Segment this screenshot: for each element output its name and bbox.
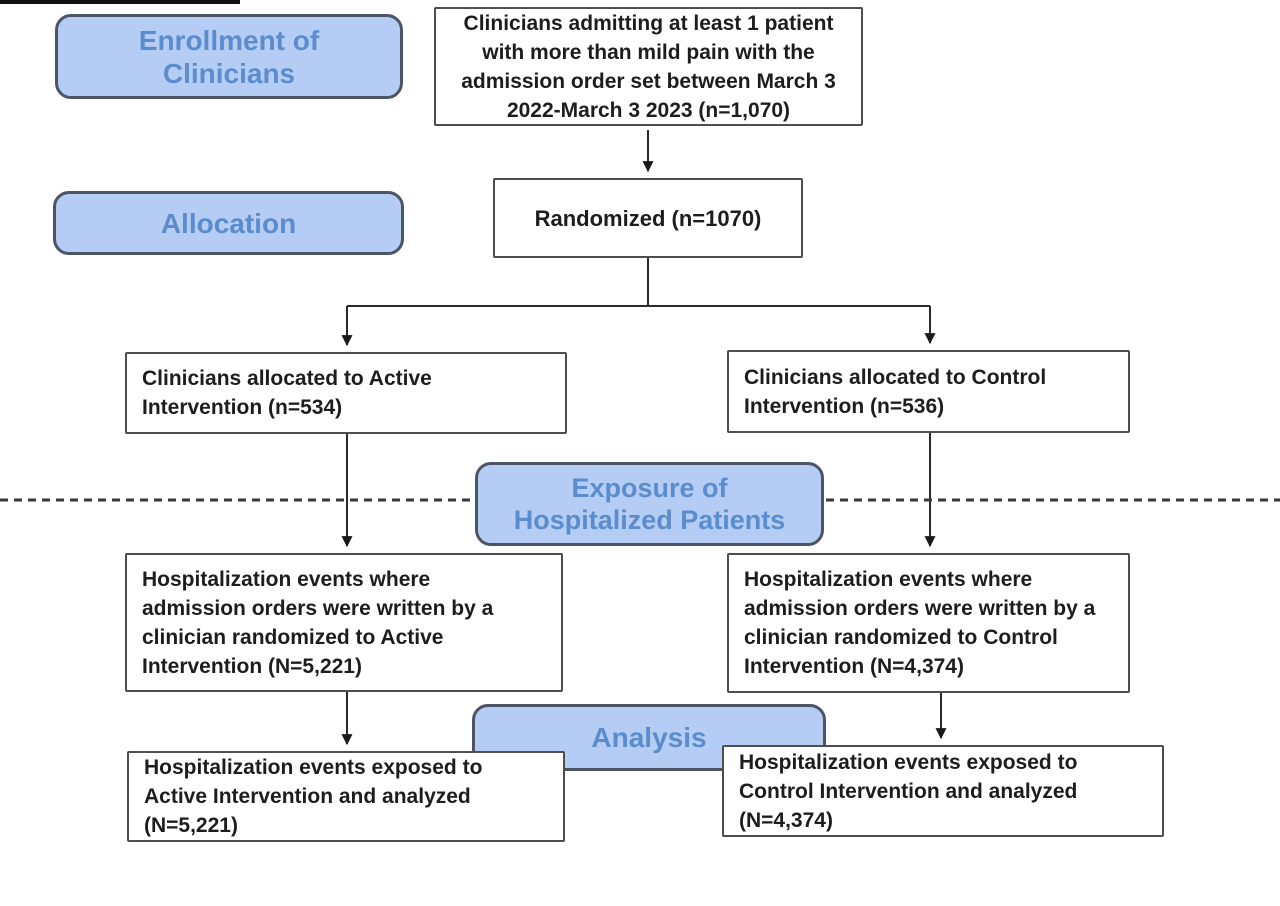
text-line: Enrollment of bbox=[138, 24, 320, 56]
text-line: Intervention (N=5,221) bbox=[142, 654, 362, 678]
text-line: Hospitalized Patients bbox=[513, 505, 786, 535]
text-line: Clinicians allocated to Active bbox=[142, 367, 432, 390]
text-line: Clinicians admitting at least 1 patient bbox=[463, 11, 834, 35]
text-line: admission order set between March 3 bbox=[461, 69, 836, 93]
box-randomized: Randomized (n=1070) bbox=[493, 178, 803, 258]
text-line: admission orders were written by a bbox=[142, 596, 494, 620]
box-eligible-clinicians: Clinicians admitting at least 1 patient w… bbox=[434, 7, 863, 126]
text-line: clinician randomized to Active bbox=[142, 625, 444, 649]
text-line: Clinicians allocated to Control bbox=[744, 365, 1047, 389]
text-line: (N=4,374) bbox=[739, 808, 833, 832]
text-line: clinician randomized to Control bbox=[744, 626, 1058, 649]
text-line: Hospitalization events where bbox=[744, 568, 1033, 591]
top-edge-artifact bbox=[0, 0, 240, 4]
text-line: (N=5,221) bbox=[144, 814, 238, 837]
text-line: 2022-March 3 2023 (n=1,070) bbox=[506, 98, 791, 122]
text-line: Hospitalization events where bbox=[142, 567, 431, 591]
text-line: Analysis bbox=[591, 722, 707, 753]
box-control-hospitalizations: Hospitalization events where admission or… bbox=[727, 553, 1130, 693]
stage-allocation: Allocation bbox=[53, 191, 404, 255]
box-control-analyzed: Hospitalization events exposed to Control… bbox=[722, 745, 1164, 837]
text-line: Control Intervention and analyzed bbox=[739, 779, 1078, 803]
text-line: Intervention (N=4,374) bbox=[744, 655, 964, 678]
text-line: Active Intervention and analyzed bbox=[144, 785, 471, 808]
box-active-hospitalizations: Hospitalization events where admission or… bbox=[125, 553, 563, 692]
text-line: Hospitalization events exposed to bbox=[144, 756, 483, 779]
text-line: Clinicians bbox=[162, 57, 296, 89]
text-line: Exposure of bbox=[571, 473, 728, 503]
text-line: Intervention (n=536) bbox=[744, 394, 945, 418]
text-line: Hospitalization events exposed to bbox=[739, 750, 1078, 774]
text-line: admission orders were written by a bbox=[744, 597, 1096, 620]
box-active-analyzed: Hospitalization events exposed to Active … bbox=[127, 751, 565, 842]
text-line: Intervention (n=534) bbox=[142, 396, 343, 419]
text-line: Randomized (n=1070) bbox=[534, 205, 762, 231]
text-line: with more than mild pain with the bbox=[482, 40, 815, 64]
text-line: Allocation bbox=[160, 207, 297, 239]
